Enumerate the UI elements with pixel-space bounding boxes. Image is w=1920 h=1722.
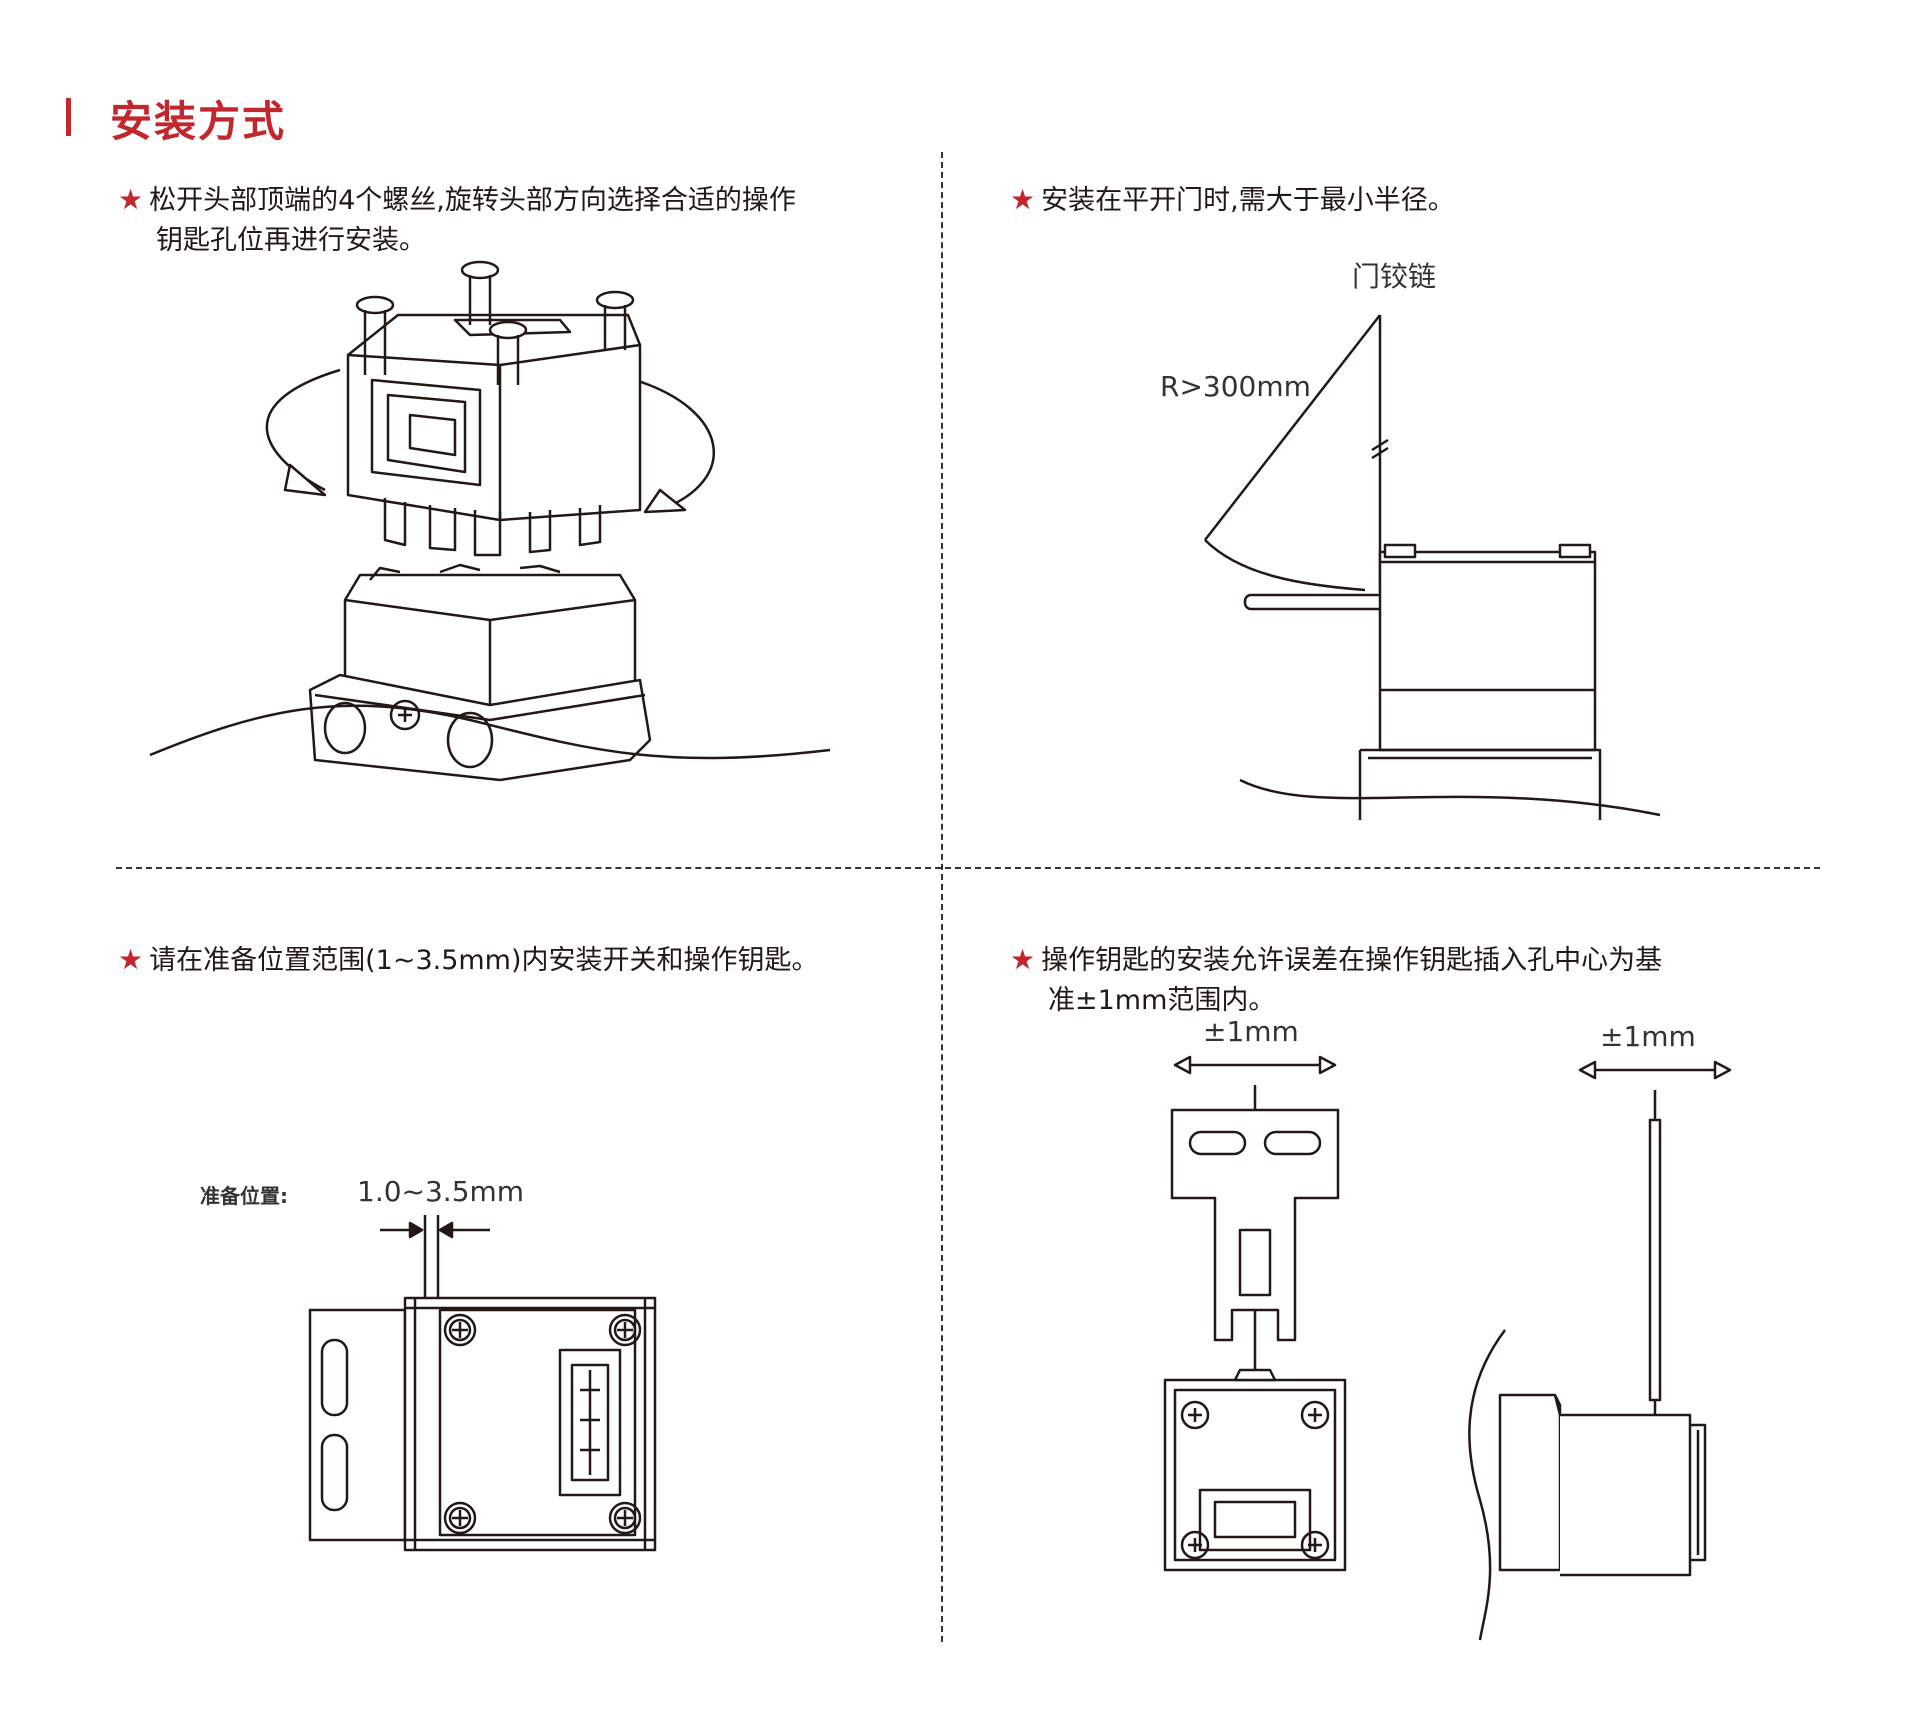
screw-icon — [462, 262, 498, 325]
key-tolerance-side-drawing — [1460, 1050, 1740, 1650]
screw-icon — [1302, 1402, 1328, 1428]
page-title: 安装方式 — [110, 97, 287, 146]
screw-icon — [1182, 1402, 1208, 1428]
hinge-label: 门铰链 — [1352, 260, 1437, 293]
screw-icon — [445, 1315, 475, 1345]
ready-position-drawing — [300, 1210, 680, 1560]
vertical-divider — [941, 152, 943, 1642]
note-text: 松开头部顶端的4个螺丝,旋转头部方向选择合适的操作 — [149, 185, 796, 216]
star-icon: ★ — [1010, 183, 1036, 216]
screw-icon — [610, 1503, 640, 1533]
screw-icon — [610, 1315, 640, 1345]
star-icon: ★ — [1010, 943, 1036, 976]
screw-icon — [597, 292, 633, 350]
screw-icon — [1182, 1532, 1208, 1558]
ready-range-label: 1.0~3.5mm — [357, 1175, 525, 1208]
note-min-radius: ★安装在平开门时,需大于最小半径。 — [1010, 180, 1455, 221]
star-icon: ★ — [118, 183, 144, 216]
screw-icon — [445, 1503, 475, 1533]
key-tolerance-front-drawing — [1160, 1050, 1360, 1590]
ready-position-label: 准备位置: — [200, 1184, 288, 1208]
note-ready-position: ★请在准备位置范围(1~3.5mm)内安装开关和操作钥匙。 — [118, 940, 819, 981]
radius-label: R>300mm — [1160, 370, 1311, 403]
note-text: 请在准备位置范围(1~3.5mm)内安装开关和操作钥匙。 — [149, 945, 819, 976]
door-hinge-drawing — [1200, 300, 1680, 820]
star-icon: ★ — [118, 943, 144, 976]
horizontal-divider — [116, 867, 1820, 869]
title-accent-bar — [66, 98, 71, 136]
note-key-tolerance: ★操作钥匙的安装允许误差在操作钥匙插入孔中心为基 准±1mm范围内。 — [1010, 940, 1662, 1021]
tolerance-side-label: ±1mm — [1600, 1020, 1696, 1053]
note-text: 安装在平开门时,需大于最小半径。 — [1041, 185, 1455, 216]
note-text-continued: 准±1mm范围内。 — [1048, 985, 1276, 1016]
head-rotation-drawing — [140, 250, 840, 810]
screw-icon — [1302, 1532, 1328, 1558]
screw-icon — [357, 297, 393, 375]
note-rotate-head: ★松开头部顶端的4个螺丝,旋转头部方向选择合适的操作 钥匙孔位再进行安装。 — [118, 180, 796, 261]
note-text: 操作钥匙的安装允许误差在操作钥匙插入孔中心为基 — [1041, 945, 1663, 976]
tolerance-front-label: ±1mm — [1203, 1015, 1299, 1048]
screw-icon — [490, 322, 526, 385]
note-text-continued: 钥匙孔位再进行安装。 — [156, 225, 426, 256]
